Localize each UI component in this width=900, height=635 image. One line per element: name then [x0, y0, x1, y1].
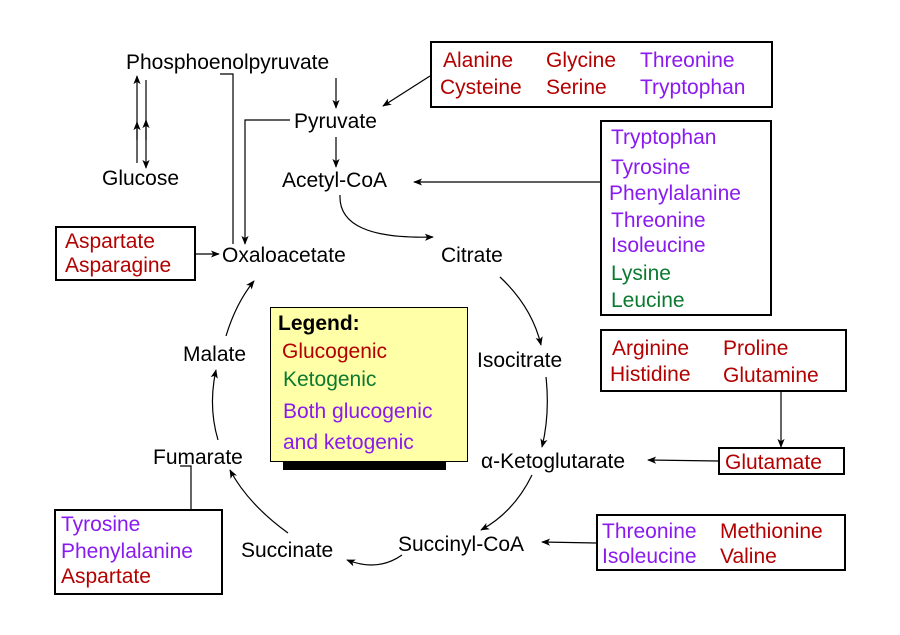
metabolite-isocitrate: Isocitrate [477, 349, 563, 372]
amino-acid-label: Aspartate [65, 230, 155, 253]
arrow-akg-to-succinylcoa [480, 474, 533, 531]
metabolite-glucose: Glucose [102, 167, 180, 190]
amino-acid-label: Threonine [602, 520, 697, 543]
amino-acid-label: Isoleucine [602, 545, 697, 568]
amino-acid-label: Proline [723, 337, 789, 360]
amino-acid-label: Alanine [443, 49, 514, 72]
amino-acid-box-pyruvate: Alanine Glycine Threonine Cysteine Serin… [430, 41, 773, 108]
legend-glucogenic: Glucogenic [282, 340, 388, 363]
arrow-glutamate-to-akg [647, 456, 719, 464]
amino-acid-label: Asparagine [65, 254, 172, 277]
amino-acid-label: Tyrosine [611, 156, 691, 179]
amino-acid-label: Threonine [640, 49, 735, 72]
amino-acid-label: Valine [720, 545, 777, 568]
arrow-isocitrate-to-akg [540, 376, 548, 448]
metabolite-malate: Malate [183, 343, 247, 366]
legend: Legend: Glucogenic Ketogenic Both glucog… [270, 307, 468, 462]
metabolite-fumarate: Fumarate [153, 446, 243, 469]
arrow-oxaloacetate-to-pep [220, 73, 234, 244]
amino-acid-label: Glutamate [725, 451, 822, 474]
amino-acid-box-fumarate: Tyrosine Phenylalanine Aspartate [54, 509, 223, 595]
arrow-box-to-fumarate [180, 465, 192, 509]
amino-acid-label: Arginine [612, 337, 690, 360]
amino-acid-label: Lysine [611, 262, 671, 285]
amino-acid-label: Tryptophan [640, 76, 746, 99]
metabolite-acetyl-coa: Acetyl-CoA [282, 169, 388, 192]
amino-acid-label: Tryptophan [611, 126, 717, 149]
metabolite-citrate: Citrate [441, 244, 503, 267]
arrow-fumarate-to-malate [210, 369, 219, 441]
arrow-citrate-to-isocitrate [499, 276, 543, 346]
amino-acid-label: Methionine [720, 520, 823, 543]
amino-acid-label: Glutamine [723, 364, 819, 387]
arrow-succinate-to-fumarate [229, 469, 289, 534]
amino-acid-label: Serine [546, 76, 607, 99]
arrow-succinylcoa-to-succinate [346, 554, 403, 567]
legend-both-line1: Both glucogenic [283, 400, 433, 423]
amino-acid-box-glutamate: Glutamate [718, 447, 845, 475]
arrow-box-to-succinylcoa [541, 538, 597, 546]
metabolite-pyruvate: Pyruvate [294, 110, 377, 133]
amino-acid-label: Threonine [611, 209, 706, 232]
amino-acid-label: Leucine [611, 289, 685, 312]
legend-title: Legend: [278, 312, 360, 335]
amino-acid-box-acetyl-coa: Tryptophan Tyrosine Phenylalanine Threon… [600, 120, 772, 316]
arrow-to-citrate [339, 194, 434, 241]
arrow-pyruvate-to-oxaloacetate [241, 119, 290, 245]
amino-acid-label: Isoleucine [611, 234, 706, 257]
arrow-malate-to-oxaloacetate [225, 280, 255, 337]
arrow-box-to-pyruvate [382, 75, 431, 107]
amino-acid-box-oxaloacetate: Aspartate Asparagine [55, 226, 196, 281]
amino-acid-label: Phenylalanine [61, 540, 193, 563]
amino-acid-box-succinyl-coa: Threonine Methionine Isoleucine Valine [596, 514, 846, 571]
amino-acid-label: Aspartate [61, 565, 151, 588]
metabolite-oxaloacetate: Oxaloacetate [222, 244, 346, 267]
metabolite-alpha-ketoglutarate: α-Ketoglutarate [481, 450, 626, 473]
amino-acid-box-glutamate-sources: Arginine Proline Histidine Glutamine [600, 329, 847, 392]
amino-acid-label: Glycine [546, 49, 617, 72]
amino-acid-label: Cysteine [440, 76, 522, 99]
legend-both-line2: and ketogenic [283, 431, 414, 454]
legend-ketogenic: Ketogenic [283, 368, 377, 391]
legend-shadow [283, 459, 446, 470]
metabolite-phosphoenolpyruvate: Phosphoenolpyruvate [126, 51, 330, 74]
metabolite-succinate: Succinate [241, 539, 334, 562]
amino-acid-label: Tyrosine [61, 513, 141, 536]
metabolite-succinyl-coa: Succinyl-CoA [398, 533, 525, 556]
amino-acid-label: Histidine [610, 363, 691, 386]
amino-acid-label: Phenylalanine [609, 182, 741, 205]
